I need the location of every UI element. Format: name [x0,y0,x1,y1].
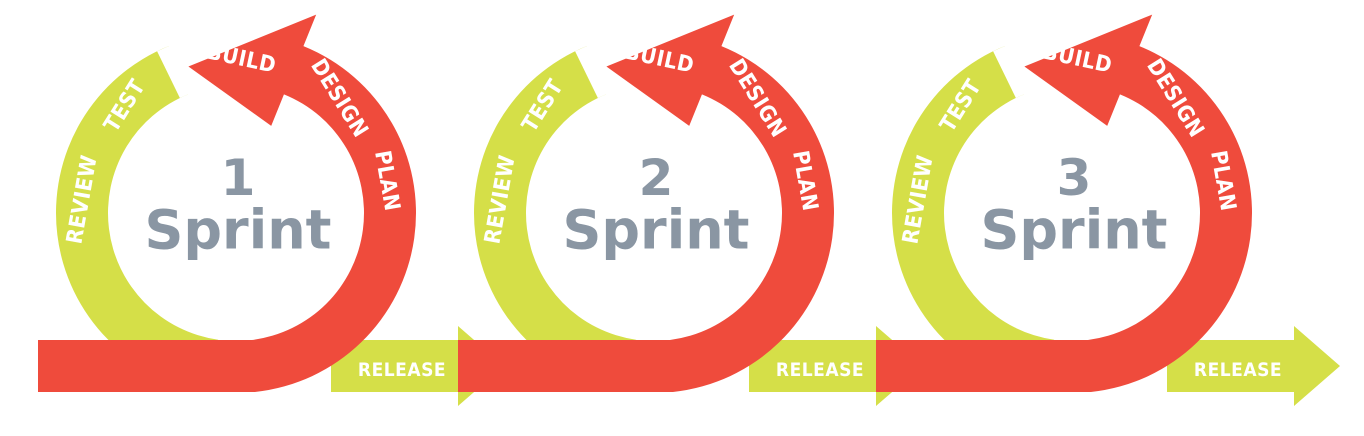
review-test-arc [892,46,1055,392]
build-design-plan-arrow [38,14,417,393]
sprint-title: Sprint [145,199,332,262]
sprint-number: 3 [1057,149,1092,207]
review-test-arc [474,46,637,392]
review-test-arc [55,46,219,392]
arc-tail-notch [993,46,1033,98]
build-design-plan-arrow [458,14,834,393]
release-label: RELEASE [358,359,446,381]
arc-tail-notch [157,46,197,98]
release-arrow [1167,326,1340,406]
sprint-number: 1 [221,149,256,207]
arc-tail-notch [575,46,615,98]
red-loop-layer [38,14,1253,393]
green-loop-layer [55,46,1055,392]
sprint-number: 2 [639,149,674,207]
sprint-title: Sprint [563,199,750,262]
sprint-title: Sprint [981,199,1168,262]
build-design-plan-arrow [876,14,1253,393]
release-label: RELEASE [776,359,864,381]
release-label: RELEASE [1194,359,1282,381]
